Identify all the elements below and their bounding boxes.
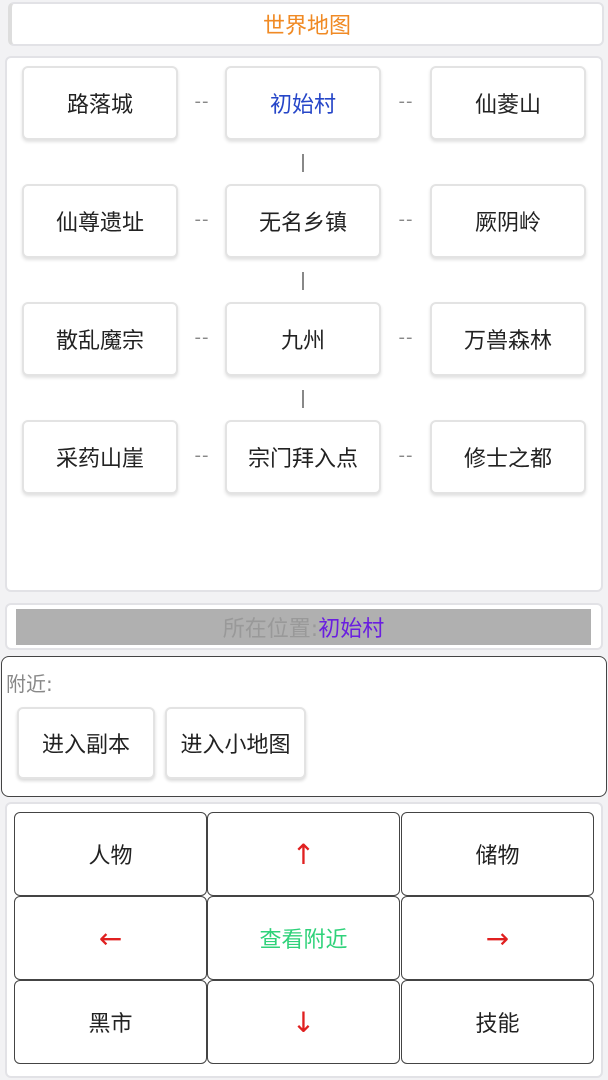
vertical-connector [302,390,304,408]
location-value: 初始村 [318,617,385,642]
look-nearby-button[interactable]: 查看附近 [207,896,400,980]
current-location-bar: 所在位置: 初始村 [16,609,591,645]
black-market-button[interactable]: 黑市 [14,980,207,1064]
map-node[interactable]: 初始村 [225,66,381,140]
map-node[interactable]: 修士之都 [430,420,586,494]
storage-button[interactable]: 储物 [401,812,594,896]
character-button[interactable]: 人物 [14,812,207,896]
map-node[interactable]: 仙菱山 [430,66,586,140]
horizontal-connector: -- [194,209,210,230]
vertical-connector [302,272,304,290]
move-down-button[interactable]: ↓ [207,980,400,1064]
map-node[interactable]: 厥阴岭 [430,184,586,258]
horizontal-connector: -- [194,91,210,112]
horizontal-connector: -- [398,327,414,348]
page-title: 世界地图 [8,2,604,46]
map-node[interactable]: 路落城 [22,66,178,140]
nearby-label: 附近: [6,672,53,696]
enter-minimap-button[interactable]: 进入小地图 [165,707,306,779]
enter-dungeon-button[interactable]: 进入副本 [17,707,155,779]
horizontal-connector: -- [194,445,210,466]
location-label: 所在位置: [222,617,319,642]
move-right-button[interactable]: → [401,896,594,980]
map-node[interactable]: 九州 [225,302,381,376]
map-node[interactable]: 仙尊遗址 [22,184,178,258]
horizontal-connector: -- [398,91,414,112]
move-up-button[interactable]: ↑ [207,812,400,896]
map-node[interactable]: 万兽森林 [430,302,586,376]
horizontal-connector: -- [398,445,414,466]
map-node[interactable]: 宗门拜入点 [225,420,381,494]
skills-button[interactable]: 技能 [401,980,594,1064]
map-node[interactable]: 无名乡镇 [225,184,381,258]
move-left-button[interactable]: ← [14,896,207,980]
horizontal-connector: -- [194,327,210,348]
map-node[interactable]: 散乱魔宗 [22,302,178,376]
map-node[interactable]: 采药山崖 [22,420,178,494]
vertical-connector [302,154,304,172]
horizontal-connector: -- [398,209,414,230]
